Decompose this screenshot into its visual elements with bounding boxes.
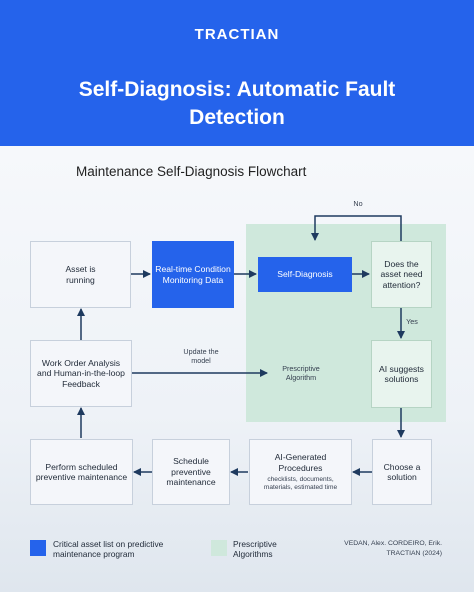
flowchart-subtitle: Maintenance Self-Diagnosis Flowchart <box>76 164 307 179</box>
node-choose-solution: Choose a solution <box>372 439 432 505</box>
node-self-diagnosis: Self-Diagnosis <box>258 257 352 292</box>
brand-logo: TRACTIAN <box>194 26 280 43</box>
node-needs-attention: Does the asset need attention? <box>371 241 432 308</box>
node-ai-suggests: AI suggests solutions <box>371 340 432 408</box>
legend-critical: Critical asset list on predictive mainte… <box>53 539 164 559</box>
node-work-order: Work Order Analysis and Human-in-the-loo… <box>30 340 132 407</box>
node-realtime-monitoring: Real-time Condition Monitoring Data <box>152 241 234 308</box>
citation-authors: VEDAN, Alex. CORDEIRO, Erik. <box>344 540 442 547</box>
legend-prescriptive: Prescriptive Algorithms <box>233 539 277 559</box>
node-perform-preventive: Perform scheduled preventive maintenance <box>30 439 133 505</box>
header-banner: TRACTIAN Self-Diagnosis: Automatic Fault… <box>0 0 474 146</box>
title-line-2: Detection <box>189 106 285 129</box>
procedures-detail: checklists, documents, materials, estima… <box>263 476 338 491</box>
page-title: Self-Diagnosis: Automatic Fault Detectio… <box>20 76 454 132</box>
label-yes: Yes <box>406 317 418 326</box>
node-asset-running: Asset is running <box>30 241 131 308</box>
label-prescriptive-algorithm: Prescriptive Algorithm <box>282 364 320 382</box>
node-ai-procedures: AI-Generated Procedures checklists, docu… <box>249 439 352 505</box>
title-line-1: Self-Diagnosis: Automatic Fault <box>78 78 396 101</box>
arrow-no-loop <box>311 215 402 241</box>
legend-swatch-critical <box>30 540 46 556</box>
citation: VEDAN, Alex. CORDEIRO, Erik. TRACTIAN (2… <box>320 539 442 559</box>
citation-source: TRACTIAN (2024) <box>386 550 442 557</box>
label-update-model: Update the model <box>183 347 219 365</box>
node-schedule-preventive: Schedule preventive maintenance <box>152 439 230 505</box>
label-no: No <box>353 199 363 208</box>
legend-swatch-prescriptive <box>211 540 227 556</box>
